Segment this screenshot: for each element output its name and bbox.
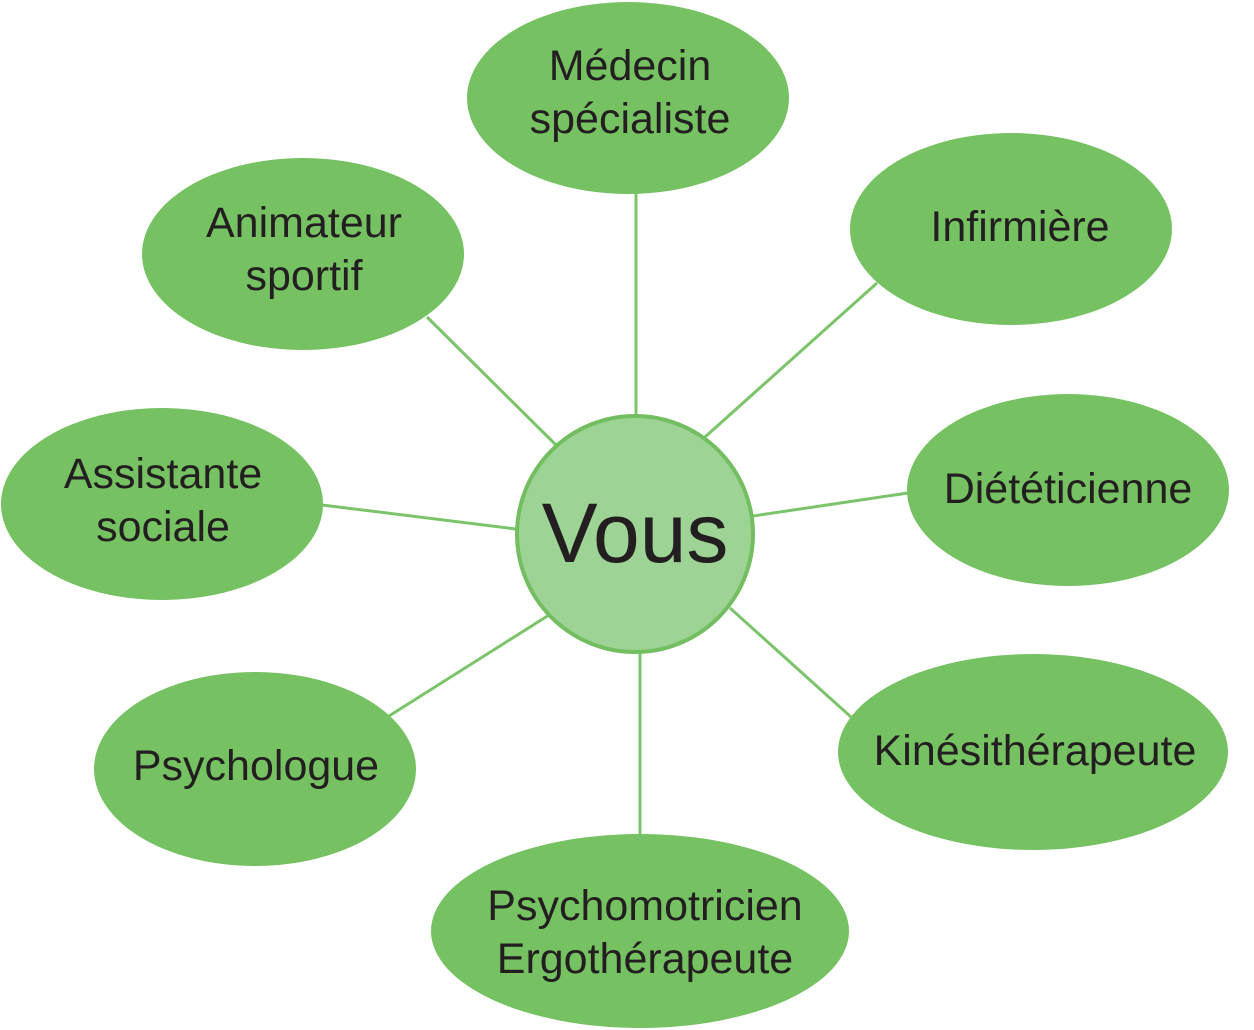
connector-animateur-sportif <box>425 315 558 447</box>
node-label-line: Assistante <box>64 450 262 498</box>
node-label-line: Animateur <box>206 199 402 247</box>
connector-assistante-sociale <box>321 503 517 531</box>
node-assistante-sociale: Assistante sociale <box>1 408 323 600</box>
connector-lines <box>321 193 909 836</box>
node-label-line: Médecin <box>549 42 712 90</box>
node-ellipse <box>94 672 416 866</box>
node-label-line: Infirmière <box>930 203 1109 251</box>
node-ellipse <box>142 158 464 350</box>
node-ellipse <box>431 834 849 1028</box>
connector-psychologue <box>388 613 550 718</box>
node-ellipse <box>838 654 1228 850</box>
center-node: Vous <box>515 414 755 654</box>
node-ellipse <box>850 133 1172 325</box>
node-psychomotricien-ergotherapeute: Psychomotricien Ergothérapeute <box>431 834 849 1028</box>
node-label-line: Kinésithérapeute <box>874 727 1197 775</box>
node-kinesitherapeute: Kinésithérapeute <box>838 654 1228 850</box>
connector-infirmiere <box>703 281 879 439</box>
node-dieteticienne: Diététicienne <box>907 394 1229 586</box>
connector-kinesitherapeute <box>728 606 853 719</box>
node-animateur-sportif: Animateur sportif <box>142 158 464 350</box>
node-label-line: Ergothérapeute <box>497 935 793 983</box>
node-ellipse <box>1 408 323 600</box>
node-label-line: spécialiste <box>530 95 731 143</box>
node-infirmiere: Infirmière <box>850 133 1172 325</box>
center-label: Vous <box>542 486 729 580</box>
node-label-line: Psychologue <box>133 742 379 790</box>
node-label-line: sportif <box>245 252 363 300</box>
center-circle <box>515 414 755 654</box>
node-label-line: sociale <box>96 503 230 551</box>
connector-dieteticienne <box>752 491 909 518</box>
satellite-nodes: Médecin spécialiste Infirmière Diététici… <box>1 2 1229 1028</box>
node-ellipse <box>467 2 789 194</box>
node-psychologue: Psychologue <box>94 672 416 866</box>
node-label-line: Psychomotricien <box>487 882 802 930</box>
node-medecin-specialiste: Médecin spécialiste <box>467 2 789 194</box>
node-ellipse <box>907 394 1229 586</box>
node-label-line: Diététicienne <box>944 465 1193 513</box>
